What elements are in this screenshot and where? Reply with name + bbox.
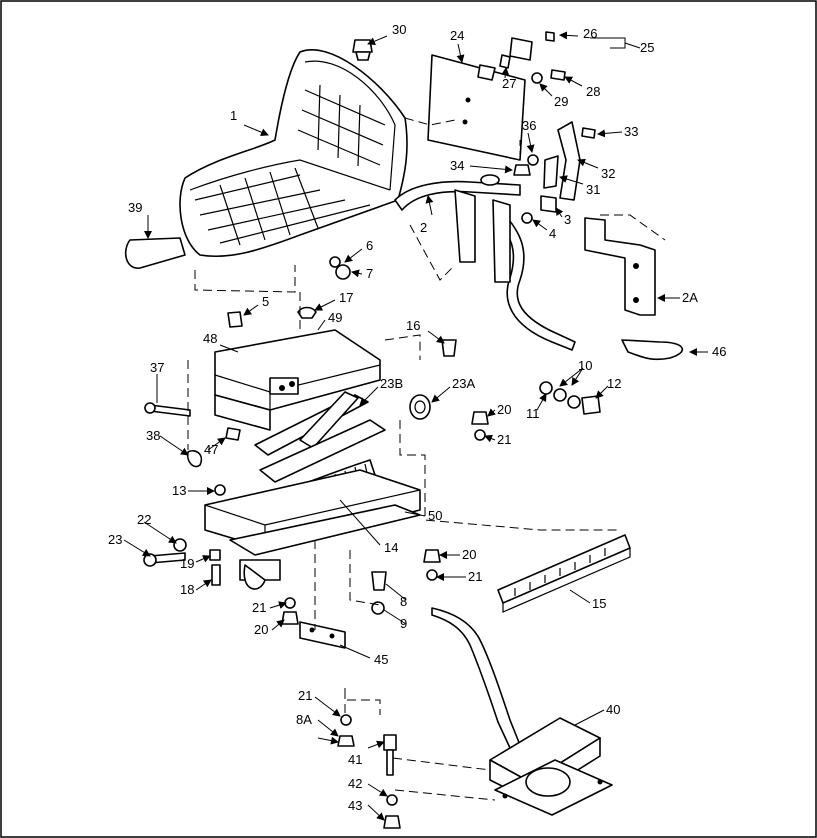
base-plate [299,621,346,649]
right-nut-stack [423,411,489,581]
callout-8: 8 [400,594,407,609]
callout-50: 50 [428,508,442,523]
cable-tie [621,339,684,361]
callout-21: 21 [252,600,266,615]
callout-47: 47 [204,442,218,457]
assembly-lines [187,117,666,801]
small-fasteners-top [352,39,596,176]
callout-13: 13 [172,483,186,498]
callout-14: 14 [384,540,398,555]
callout-36: 36 [522,118,536,133]
callout-32: 32 [601,166,615,181]
seat-back-pan [427,54,526,161]
callout-27: 27 [502,76,516,91]
suspension-base [204,469,421,590]
seat-hook [124,237,186,269]
callout-21: 21 [497,432,511,447]
callout-20: 20 [254,622,268,637]
callout-3: 3 [564,212,571,227]
callout-19: 19 [180,556,194,571]
seat-cushion [179,49,408,258]
callout-16: 16 [406,318,420,333]
callout-2: 2 [420,220,427,235]
bushing [409,394,431,420]
retaining-clips [186,427,241,468]
leader-lines [123,31,708,821]
callout-1: 1 [230,108,237,123]
callout-41: 41 [348,752,362,767]
callout-29: 29 [554,94,568,109]
callout-4: 4 [549,226,556,241]
callout-49: 49 [328,310,342,325]
callout-7: 7 [366,266,373,281]
callout-48: 48 [203,331,217,346]
callout-2a: 2A [682,290,698,305]
callout-11: 11 [526,406,540,421]
handle-mount-base [489,717,613,816]
callout-37: 37 [150,360,164,375]
callout-24: 24 [450,28,464,43]
washer-stack [539,381,601,415]
seat-switch [499,31,555,69]
callout-38: 38 [146,428,160,443]
callout-23b: 23B [380,376,403,391]
callout-33: 33 [624,124,638,139]
slide-rail [497,534,631,613]
seat-fasteners [227,256,457,357]
callout-26: 26 [583,26,597,41]
callout-18: 18 [180,582,194,597]
callout-43: 43 [348,798,362,813]
left-nut-stack [281,597,299,625]
scissor-linkage [254,391,386,483]
callout-46: 46 [712,344,726,359]
side-bracket [584,217,656,316]
callout-28: 28 [586,84,600,99]
adjust-handle [431,607,521,749]
callout-21: 21 [468,569,482,584]
bolt-and-washer [371,571,387,615]
pivot-bolt [144,402,191,417]
switch-bracket [543,121,581,201]
callout-5: 5 [262,294,269,309]
callout-20: 20 [462,547,476,562]
callout-34: 34 [450,158,464,173]
suspension-top-plate [214,329,381,431]
callout-30: 30 [392,22,406,37]
callout-25: 25 [640,40,654,55]
callout-15: 15 [592,596,606,611]
callout-42: 42 [348,776,362,791]
callout-45: 45 [374,652,388,667]
callout-17: 17 [339,290,353,305]
callout-23a: 23A [452,376,475,391]
callout-20: 20 [497,402,511,417]
callout-23: 23 [108,532,122,547]
callout-31: 31 [586,182,600,197]
callout-40: 40 [606,702,620,717]
callout-22: 22 [137,512,151,527]
seat-mount-bar [394,174,576,351]
callout-8a: 8A [296,712,312,727]
base-fasteners [143,538,221,586]
callout-10: 10 [578,358,592,373]
callout-9: 9 [400,616,407,631]
callout-39: 39 [128,200,142,215]
callout-21: 21 [298,688,312,703]
callout-12: 12 [607,376,621,391]
callout-6: 6 [366,238,373,253]
